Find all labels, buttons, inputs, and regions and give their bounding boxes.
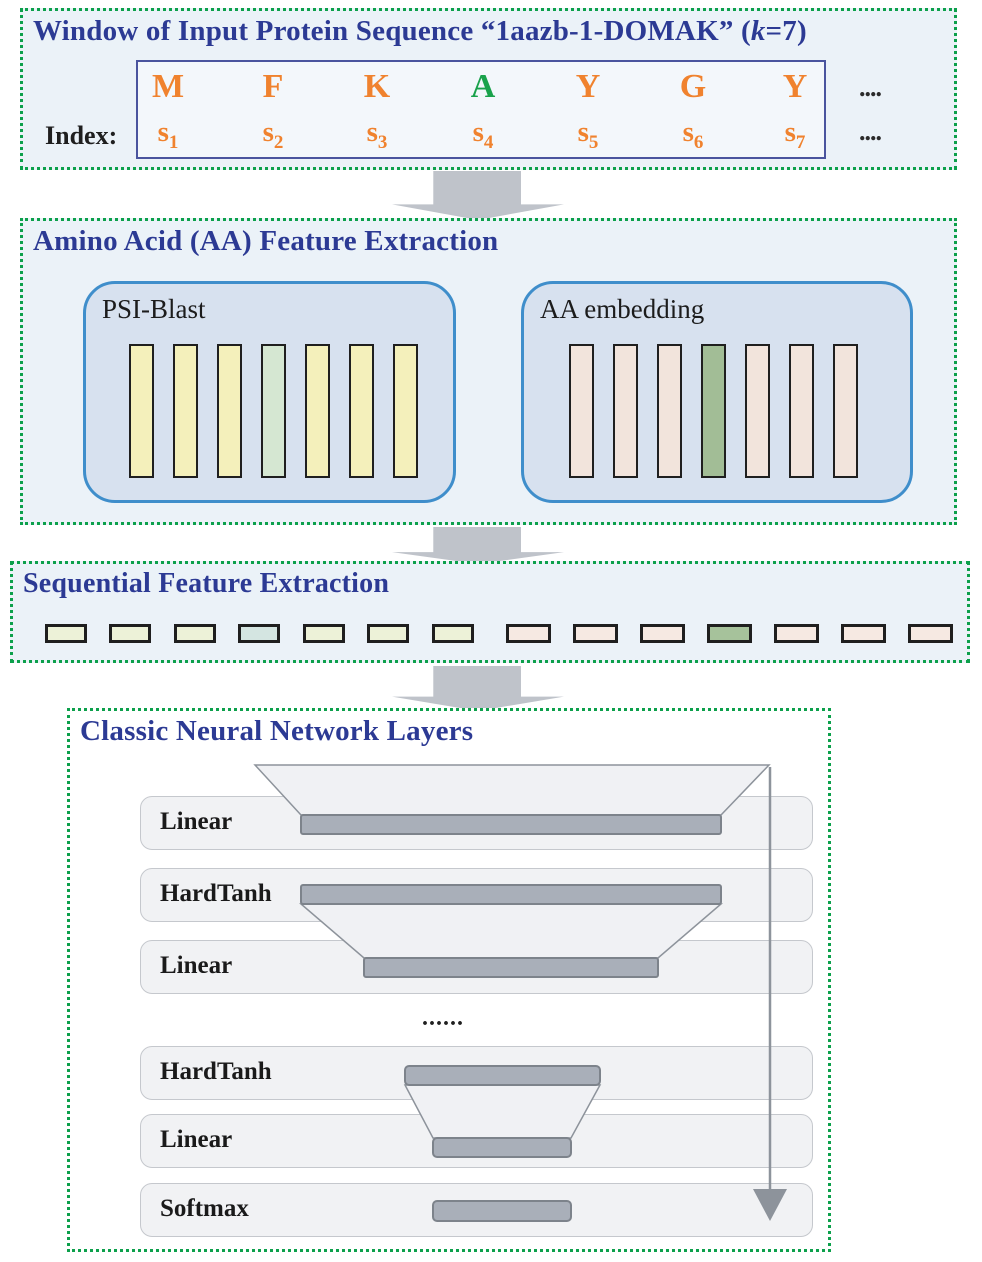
nn-layer-row-linear-3	[140, 1114, 813, 1168]
psi-blast-panel: PSI-Blast	[83, 281, 456, 503]
index-sub: 3	[377, 131, 388, 153]
residue-letter: Y	[575, 68, 601, 105]
sequence-feature-box	[45, 624, 87, 643]
index-base: s	[262, 116, 274, 148]
sequence-feature-box	[506, 624, 551, 643]
index-base: s	[577, 116, 589, 148]
nn-layer-label: HardTanh	[160, 880, 272, 907]
sequence-feature-box	[573, 624, 618, 643]
aa-embedding-label: AA embedding	[540, 294, 705, 324]
residue-index: s4	[448, 115, 518, 160]
residue-index: s5	[553, 115, 623, 160]
psi-feature-bar	[217, 344, 242, 478]
sequence-feature-box	[841, 624, 886, 643]
sequence-window-box	[136, 60, 826, 159]
residue-index: s2	[238, 115, 308, 160]
aa-feature-extraction-title: Amino Acid (AA) Feature Extraction	[33, 225, 499, 257]
nn-layer-label: Linear	[160, 808, 233, 835]
sequence-feature-box	[303, 624, 345, 643]
residue-letter: F	[262, 68, 284, 105]
sequence-feature-box	[109, 624, 151, 643]
residue-letter: Y	[782, 68, 808, 105]
index-base: s	[472, 116, 484, 148]
psi-feature-bar-highlighted	[261, 344, 286, 478]
residue-letter: G	[679, 68, 707, 105]
residue-index: s6	[658, 115, 728, 160]
embedding-feature-bar	[613, 344, 638, 478]
embedding-feature-bar	[657, 344, 682, 478]
index-sub: 5	[588, 131, 599, 153]
sequence-feature-box	[367, 624, 409, 643]
nn-layer-label: Softmax	[160, 1195, 249, 1222]
input-window-title-k: k	[750, 15, 766, 47]
index-label: Index:	[45, 121, 118, 150]
input-window-title-suffix: =7)	[765, 15, 807, 47]
index-sub: 2	[273, 131, 284, 153]
sequence-feature-box	[174, 624, 216, 643]
aa-feature-extraction-section: Amino Acid (AA) Feature Extraction PSI-B…	[20, 218, 957, 525]
sequential-feature-extraction-title: Sequential Feature Extraction	[23, 568, 390, 599]
embedding-feature-bar	[833, 344, 858, 478]
sequence-ellipsis: ....	[859, 73, 882, 102]
embedding-feature-bar	[745, 344, 770, 478]
sequence-feature-box	[908, 624, 953, 643]
nn-layer-label: Linear	[160, 952, 233, 979]
residue-letter-highlighted: A	[470, 68, 496, 105]
input-window-section: Window of Input Protein Sequence “1aazb-…	[20, 8, 957, 170]
sequence-feature-box-highlighted	[707, 624, 752, 643]
index-base: s	[682, 116, 694, 148]
input-window-title: Window of Input Protein Sequence “1aazb-…	[33, 15, 807, 48]
nn-layer-row-linear-1	[140, 796, 813, 850]
nn-layer-row-linear-2	[140, 940, 813, 994]
embedding-feature-bar-highlighted	[701, 344, 726, 478]
sequence-feature-box	[640, 624, 685, 643]
index-base: s	[784, 116, 796, 148]
aa-embedding-panel: AA embedding	[521, 281, 913, 503]
down-arrow-icon	[392, 171, 564, 220]
down-arrow-icon	[392, 527, 564, 564]
sequence-feature-box-highlighted	[238, 624, 280, 643]
nn-layer-label: Linear	[160, 1126, 233, 1153]
residue-letter: K	[363, 68, 391, 105]
nn-layer-label: HardTanh	[160, 1058, 272, 1085]
residue-index: s1	[133, 115, 203, 160]
embedding-feature-bar	[569, 344, 594, 478]
psi-blast-label: PSI-Blast	[102, 294, 206, 324]
psi-feature-bar	[349, 344, 374, 478]
index-sub: 4	[483, 131, 494, 153]
sequence-feature-box	[432, 624, 474, 643]
residue-index: s3	[342, 115, 412, 160]
psi-feature-bar	[129, 344, 154, 478]
psi-feature-bar	[393, 344, 418, 478]
index-base: s	[157, 116, 169, 148]
psi-feature-bar	[173, 344, 198, 478]
index-sub: 6	[693, 131, 704, 153]
sequence-feature-box	[774, 624, 819, 643]
index-sub: 1	[168, 131, 179, 153]
residue-letter: M	[151, 68, 185, 105]
neural-network-section: Classic Neural Network Layers Linear Har…	[67, 708, 831, 1252]
residue-index: s7	[760, 115, 830, 160]
index-ellipsis: ....	[859, 117, 882, 146]
sequential-feature-extraction-section: Sequential Feature Extraction	[10, 561, 970, 663]
hidden-layers-ellipsis: ......	[422, 1005, 464, 1031]
down-arrow-icon	[392, 666, 564, 711]
psi-feature-bar	[305, 344, 330, 478]
neural-network-title: Classic Neural Network Layers	[80, 715, 474, 747]
index-base: s	[366, 116, 378, 148]
embedding-feature-bar	[789, 344, 814, 478]
index-sub: 7	[795, 131, 806, 153]
input-window-title-text: Window of Input Protein Sequence “1aazb-…	[33, 15, 751, 47]
